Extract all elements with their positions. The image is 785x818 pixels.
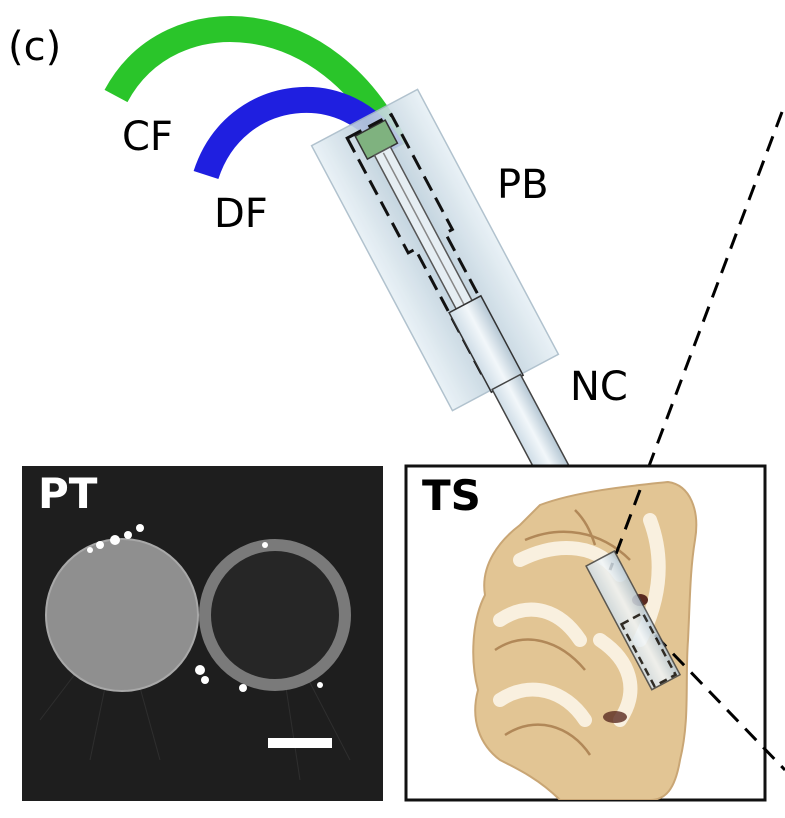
label-cf: CF (122, 114, 173, 160)
label-ts: TS (422, 471, 481, 520)
collection-fiber (104, 16, 408, 154)
scale-bar (268, 738, 332, 748)
label-df: DF (214, 191, 268, 237)
label-pt: PT (38, 469, 98, 518)
panel-label: (c) (8, 24, 61, 70)
trajectory-dashed-line-lower (608, 489, 642, 571)
cannula-ring (199, 539, 351, 691)
ts-inset: TS (404, 464, 767, 802)
fiber-core-circle (45, 538, 199, 692)
probe-body (310, 88, 560, 412)
cannula-tip-overlay (585, 550, 682, 691)
label-pb: PB (497, 162, 549, 208)
trajectory-dashed-line-exit (653, 633, 785, 772)
pt-inset: PT (22, 466, 383, 801)
trajectory-dashed-line-upper (638, 111, 784, 491)
label-nc: NC (570, 364, 628, 410)
